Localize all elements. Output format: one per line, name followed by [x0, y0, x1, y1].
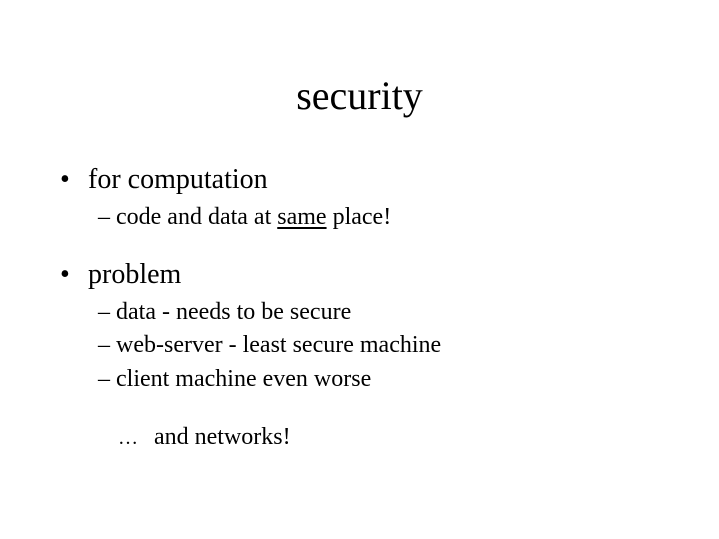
slide-title: security — [296, 73, 423, 118]
subitem-emphasis: same — [277, 204, 327, 230]
ellipsis: … — [118, 427, 138, 449]
closing-note: … and networks! — [118, 423, 291, 452]
dash-marker: – — [98, 204, 110, 230]
bullet-marker: • — [60, 259, 70, 290]
bullet-text: for computation — [88, 164, 268, 195]
subitem-text-before: code and data at — [116, 204, 278, 230]
subitem-text: data - needs to be secure — [116, 299, 352, 325]
bullet-problem: • problem — [60, 259, 181, 291]
dash-marker: – — [98, 299, 110, 325]
bullet-text: problem — [88, 259, 182, 290]
subitem-web-server: –web-server - least secure machine — [98, 331, 441, 359]
dash-marker: – — [98, 366, 110, 392]
bullet-marker: • — [60, 164, 70, 195]
subitem-text-after: place! — [326, 204, 392, 230]
dash-marker: – — [98, 332, 110, 358]
bullet-for-computation: • for computation — [60, 164, 268, 196]
subitem-data-secure: –data - needs to be secure — [98, 298, 351, 326]
subitem-text: web-server - least secure machine — [116, 332, 442, 358]
note-text: and networks! — [154, 424, 291, 450]
subitem-client-machine: –client machine even worse — [98, 365, 371, 393]
subitem-text: client machine even worse — [116, 366, 372, 392]
subitem-code-and-data: –code and data at same place! — [98, 203, 391, 231]
